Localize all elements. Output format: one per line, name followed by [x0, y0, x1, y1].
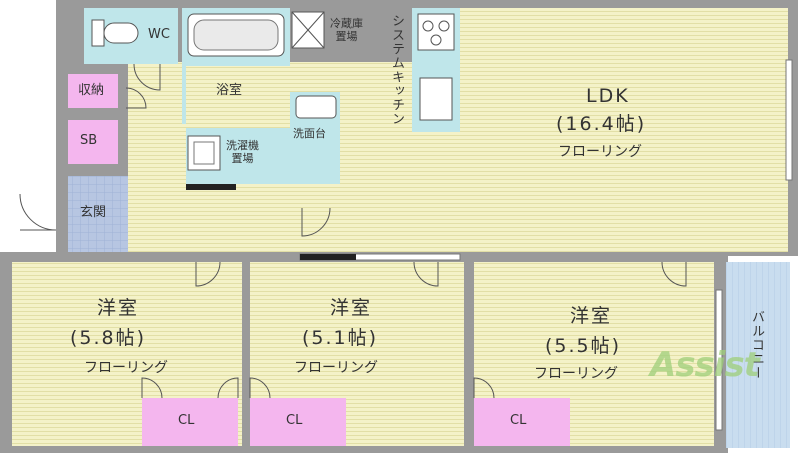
bedroom-2-floor: フローリング	[294, 360, 378, 376]
closet-3	[474, 398, 570, 446]
bedroom-3-name: 洋室	[570, 305, 613, 327]
entrance-label: 玄関	[80, 205, 107, 220]
bedroom-3-size: (5.5帖)	[545, 335, 622, 357]
ldk-size: (16.4帖)	[556, 113, 647, 135]
closet-1-label: CL	[178, 413, 195, 428]
toilet-bowl	[103, 22, 139, 44]
kitchen-label: システムキッチン	[388, 14, 404, 126]
washer-label: 洗濯機 置場	[226, 139, 259, 165]
entrance	[68, 176, 128, 252]
bedroom-2-size: (5.1帖)	[302, 327, 379, 349]
balcony	[726, 262, 790, 448]
ldk-name: LDK	[586, 85, 630, 107]
bedroom-1-name: 洋室	[97, 297, 140, 319]
wc-label: WC	[148, 27, 170, 42]
closet-2	[250, 398, 346, 446]
ldk-floor: フローリング	[558, 144, 642, 160]
fridge-label: 冷蔵庫 置場	[330, 17, 363, 43]
hall-floor-left	[128, 62, 188, 252]
washbasin	[295, 95, 337, 119]
sb-label: SB	[80, 133, 98, 148]
bath-label: 浴室	[216, 83, 243, 98]
bedroom-1-floor: フローリング	[84, 360, 168, 376]
closet-3-label: CL	[510, 413, 527, 428]
bedroom-1-size: (5.8帖)	[70, 327, 147, 349]
washroom-door-sill	[186, 184, 236, 190]
washbasin-label: 洗面台	[293, 127, 326, 140]
assist-logo: Assist	[650, 345, 760, 385]
window-ldk-right	[785, 59, 793, 181]
bedroom-2-name: 洋室	[330, 297, 373, 319]
washer-pan	[187, 135, 221, 171]
window-balcony	[715, 289, 723, 431]
closet-1	[142, 398, 238, 446]
ldk-floor	[460, 8, 788, 252]
closet-2-label: CL	[286, 413, 303, 428]
sb-room	[68, 120, 118, 164]
toilet-tank	[91, 19, 105, 47]
balcony-label: バルコニー	[748, 310, 764, 380]
storage-label: 収納	[78, 83, 105, 98]
stove	[417, 13, 455, 51]
storage-room	[68, 74, 118, 108]
bedroom-3-floor: フローリング	[534, 366, 618, 382]
kitchen-sink	[419, 77, 453, 121]
doors	[19, 63, 687, 399]
